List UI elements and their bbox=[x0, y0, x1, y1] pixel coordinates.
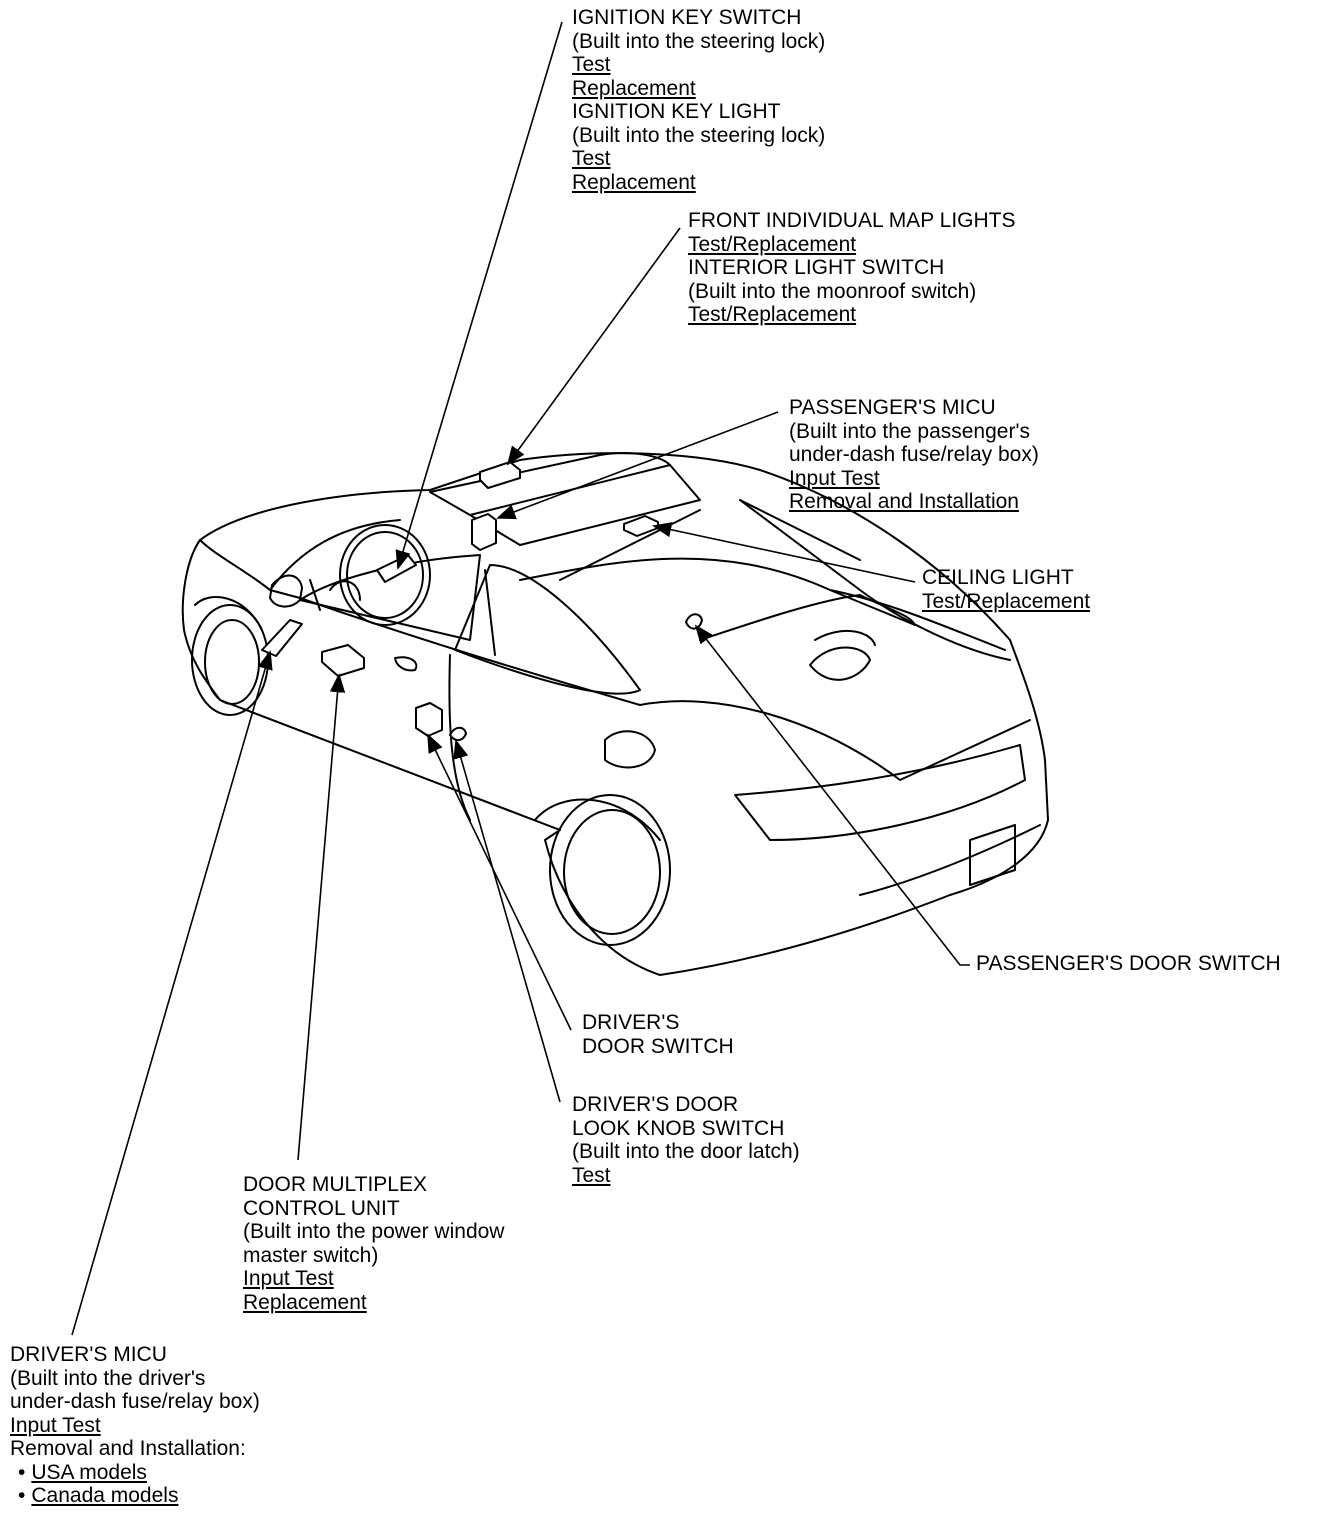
lock-knob-note: (Built into the door latch) bbox=[572, 1140, 800, 1163]
door-multiplex-title-2: CONTROL UNIT bbox=[243, 1196, 400, 1220]
car-illustration bbox=[181, 452, 1049, 976]
leader-driver-micu bbox=[71, 650, 273, 1336]
callout-lock-knob: DRIVER'S DOOR LOOK KNOB SWITCH (Built in… bbox=[572, 1093, 800, 1187]
door-multiplex-unit bbox=[321, 644, 365, 677]
leader-lines bbox=[71, 21, 970, 1336]
driver-micu-usa-models-link[interactable]: USA models bbox=[31, 1460, 147, 1484]
callout-passenger-micu: PASSENGER'S MICU (Built into the passeng… bbox=[789, 396, 1039, 514]
interior-light-switch-test-replacement-link[interactable]: Test/Replacement bbox=[688, 303, 857, 326]
callout-ignition: IGNITION KEY SWITCH (Built into the stee… bbox=[572, 6, 825, 194]
lock-knob-test-link[interactable]: Test bbox=[572, 1163, 611, 1187]
callout-passenger-door-switch: PASSENGER'S DOOR SWITCH bbox=[976, 952, 1281, 976]
ignition-key-light-test-link[interactable]: Test bbox=[572, 147, 611, 170]
door-multiplex-note-1: (Built into the power window bbox=[243, 1220, 505, 1243]
passenger-micu-removal-link[interactable]: Removal and Installation bbox=[789, 490, 1019, 513]
lock-knob-title-2: LOOK KNOB SWITCH bbox=[572, 1116, 785, 1140]
ignition-key-switch-replacement-link[interactable]: Replacement bbox=[572, 76, 696, 100]
interior-light-switch-title: INTERIOR LIGHT SWITCH bbox=[688, 256, 945, 279]
components bbox=[261, 461, 703, 742]
door-multiplex-note-2: master switch) bbox=[243, 1243, 379, 1267]
ceiling-light-test-replacement-link[interactable]: Test/Replacement bbox=[922, 589, 1091, 613]
ceiling-light-title: CEILING LIGHT bbox=[922, 566, 1074, 589]
ignition-key-switch-test-link[interactable]: Test bbox=[572, 53, 611, 76]
ignition-key-switch-title: IGNITION KEY SWITCH bbox=[572, 6, 802, 29]
callout-map-lights: FRONT INDIVIDUAL MAP LIGHTS Test/Replace… bbox=[688, 209, 1016, 327]
leader-driver-door-switch bbox=[427, 733, 572, 1031]
driver-door-switch bbox=[415, 702, 443, 737]
driver-door-switch-title-2: DOOR SWITCH bbox=[582, 1034, 734, 1058]
leader-passenger-door-switch bbox=[694, 624, 970, 966]
callout-driver-door-switch: DRIVER'S DOOR SWITCH bbox=[582, 1011, 734, 1058]
interior-light-switch-note: (Built into the moonroof switch) bbox=[688, 279, 977, 303]
passenger-door-switch-title: PASSENGER'S DOOR SWITCH bbox=[976, 952, 1281, 975]
driver-micu-input-test-link[interactable]: Input Test bbox=[10, 1413, 101, 1437]
callout-ceiling-light: CEILING LIGHT Test/Replacement bbox=[922, 566, 1090, 613]
ignition-key-light-replacement-link[interactable]: Replacement bbox=[572, 170, 696, 194]
door-multiplex-input-test-link[interactable]: Input Test bbox=[243, 1267, 334, 1290]
callout-door-multiplex: DOOR MULTIPLEX CONTROL UNIT (Built into … bbox=[243, 1173, 504, 1314]
ignition-key-light-title: IGNITION KEY LIGHT bbox=[572, 100, 781, 123]
lock-knob-title-1: DRIVER'S DOOR bbox=[572, 1093, 739, 1116]
map-lights-title: FRONT INDIVIDUAL MAP LIGHTS bbox=[688, 209, 1016, 232]
driver-micu-removal-label: Removal and Installation: bbox=[10, 1437, 246, 1460]
leader-door-multiplex bbox=[297, 673, 346, 1161]
lock-knob-switch bbox=[449, 726, 467, 742]
leader-passenger-micu bbox=[496, 411, 779, 520]
leader-lock-knob bbox=[453, 739, 561, 1103]
callout-driver-micu: DRIVER'S MICU (Built into the driver's u… bbox=[10, 1343, 260, 1508]
passenger-micu-box bbox=[471, 513, 497, 551]
leader-map-lights bbox=[506, 227, 681, 466]
driver-micu-canada-models-link[interactable]: Canada models bbox=[31, 1484, 179, 1507]
passenger-micu-input-test-link[interactable]: Input Test bbox=[789, 466, 880, 490]
map-lights bbox=[479, 461, 521, 489]
passenger-micu-note-1: (Built into the passenger's bbox=[789, 419, 1030, 443]
door-multiplex-replacement-link[interactable]: Replacement bbox=[243, 1290, 367, 1314]
driver-micu-note-2: under-dash fuse/relay box) bbox=[10, 1390, 260, 1413]
ignition-key-switch-note: (Built into the steering lock) bbox=[572, 29, 826, 53]
leader-ceiling-light bbox=[652, 522, 916, 583]
door-multiplex-title-1: DOOR MULTIPLEX bbox=[243, 1173, 427, 1196]
passenger-micu-note-2: under-dash fuse/relay box) bbox=[789, 443, 1039, 466]
leader-ignition bbox=[395, 21, 563, 570]
passenger-door-switch bbox=[685, 613, 703, 630]
driver-door-switch-title-1: DRIVER'S bbox=[582, 1011, 680, 1034]
map-lights-test-replacement-link[interactable]: Test/Replacement bbox=[688, 232, 857, 256]
driver-micu-title: DRIVER'S MICU bbox=[10, 1343, 167, 1366]
passenger-micu-title: PASSENGER'S MICU bbox=[789, 396, 996, 419]
driver-micu-box bbox=[261, 619, 303, 657]
driver-micu-note-1: (Built into the driver's bbox=[10, 1366, 206, 1390]
ignition-key-light-note: (Built into the steering lock) bbox=[572, 123, 826, 147]
